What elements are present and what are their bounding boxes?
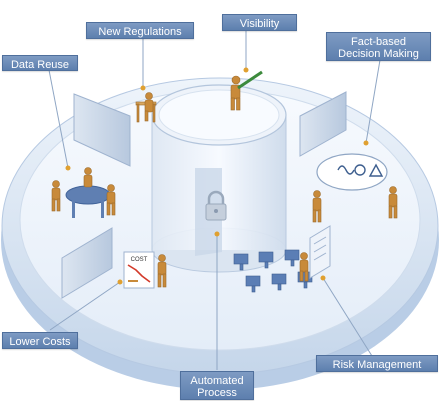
round-table-group xyxy=(51,167,116,218)
callout-new-regulations: New Regulations xyxy=(86,22,194,39)
callout-risk-management: Risk Management xyxy=(316,355,438,372)
telescope-figure xyxy=(230,70,263,111)
callout-lower-costs-label: Lower Costs xyxy=(9,336,71,348)
callout-lower-costs: Lower Costs xyxy=(2,332,78,349)
lock-icon xyxy=(205,190,227,221)
callout-visibility-label: Visibility xyxy=(239,18,280,30)
central-cylinder xyxy=(151,84,287,273)
presenter-figure xyxy=(299,252,309,282)
callout-automated-process-line-2: Process xyxy=(197,387,237,399)
callout-automated-process-line-1: Automated xyxy=(190,375,244,387)
callout-data-reuse: Data Reuse xyxy=(2,55,78,71)
callout-automated-process: Automated Process xyxy=(180,371,254,400)
thought-bubble xyxy=(316,153,388,191)
risk-board xyxy=(309,225,331,279)
callout-risk-management-label: Risk Management xyxy=(332,359,422,371)
callout-new-regulations-label: New Regulations xyxy=(98,26,182,38)
cost-label: COST xyxy=(131,257,148,263)
callout-fact-based-line-2: Decision Making xyxy=(338,48,419,60)
callout-fact-based-line-1: Fact-based xyxy=(350,36,407,48)
wall-panel-left xyxy=(73,93,131,167)
callout-fact-based-decision-making: Fact-based Decision Making xyxy=(326,32,431,61)
analyst-figures xyxy=(312,186,398,223)
wall-panel-right xyxy=(299,91,347,157)
wall-panel-lower-left xyxy=(61,227,113,299)
desk-figure xyxy=(135,92,157,123)
callout-visibility: Visibility xyxy=(222,14,297,31)
cost-sign: COST xyxy=(123,251,167,289)
callout-data-reuse-label: Data Reuse xyxy=(10,59,70,71)
leader-lines xyxy=(48,30,381,370)
leader-dots xyxy=(65,67,369,285)
